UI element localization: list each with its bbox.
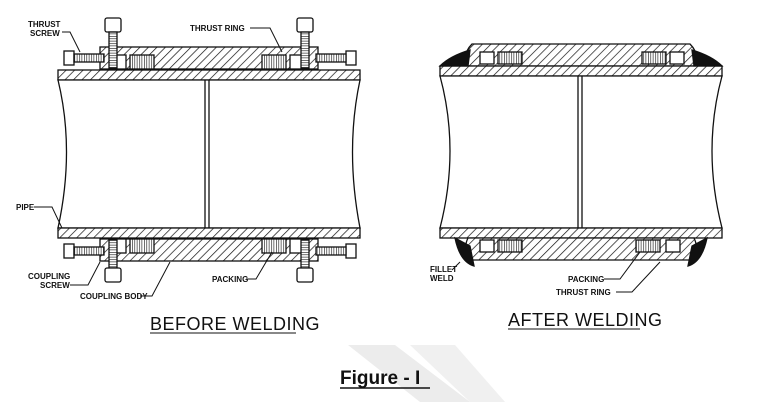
label-coupling-body: COUPLING BODY	[80, 292, 148, 301]
packing-bottom-right	[261, 238, 287, 254]
packing-top-right	[261, 54, 287, 70]
label-screw: SCREW	[30, 29, 60, 38]
coupling-screw-top-left-head	[104, 17, 122, 33]
label-packing: PACKING	[212, 275, 248, 284]
after-pipe-wall-top	[439, 65, 723, 77]
coupling-screw-top-right-head	[296, 17, 314, 33]
coupling-screw-bottom-right-head	[296, 267, 314, 283]
after-pipe-wall-bottom	[439, 227, 723, 239]
label-coupling-screw: SCREW	[40, 281, 70, 290]
fillet-weld-bottom-right	[687, 236, 708, 267]
label-thrust-ring: THRUST RING	[190, 24, 245, 33]
before-labels: THRUST SCREW THRUST RING PIPE COUPLING S…	[16, 20, 320, 334]
pipe-wall-top	[57, 69, 361, 81]
caption-after-welding: AFTER WELDING	[508, 310, 663, 330]
coupling-screw-bottom-left-head	[104, 267, 122, 283]
label-after-thrust-ring: THRUST RING	[556, 288, 611, 297]
figure-title-group: Figure - I	[340, 368, 430, 389]
label-weld: WELD	[430, 274, 454, 283]
packing-bottom-left	[129, 238, 155, 254]
after-labels: FILLET WELD PACKING THRUST RING AFTER WE…	[430, 265, 663, 330]
thrust-screw-right-head	[345, 50, 357, 66]
before-welding-drawing	[34, 17, 361, 297]
after-packing-bottom-left	[497, 239, 523, 253]
after-packing-top-right	[641, 51, 667, 65]
fillet-weld-top-left	[438, 49, 471, 67]
fillet-weld-top-right	[691, 49, 724, 67]
pipe-wall-bottom	[57, 227, 361, 239]
watermark	[348, 345, 505, 402]
thrust-screw-left-head	[63, 50, 75, 66]
packing-top-left	[129, 54, 155, 70]
label-fillet: FILLET	[430, 265, 457, 274]
label-after-packing: PACKING	[568, 275, 604, 284]
label-pipe: PIPE	[16, 203, 35, 212]
after-welding-drawing	[438, 43, 724, 293]
label-thrust: THRUST	[28, 20, 61, 29]
after-packing-bottom-right	[635, 239, 661, 253]
after-packing-top-left	[497, 51, 523, 65]
after-pipe-body	[439, 75, 723, 229]
fillet-weld-bottom-left	[454, 236, 475, 267]
caption-before-welding: BEFORE WELDING	[150, 314, 320, 334]
figure-title: Figure - I	[340, 368, 420, 389]
label-coupling: COUPLING	[28, 272, 70, 281]
